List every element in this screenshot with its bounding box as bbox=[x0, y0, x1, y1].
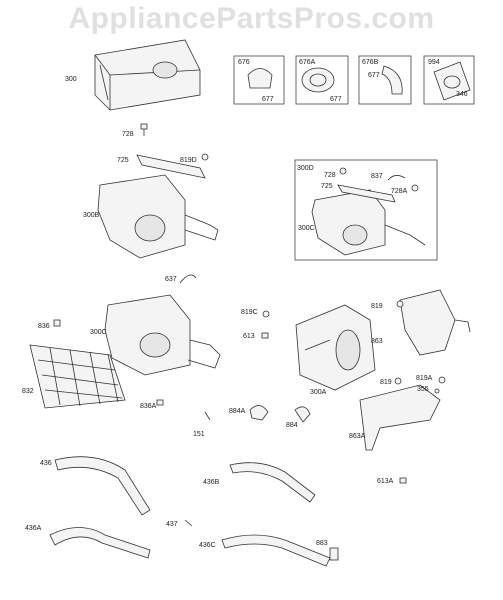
gasket-637 bbox=[179, 274, 197, 284]
label-725b: 725 bbox=[321, 183, 333, 190]
watermark: AppliancePartsPros.com bbox=[68, 2, 435, 35]
label-436C: 436C bbox=[199, 542, 216, 549]
label-677a: 677 bbox=[262, 96, 274, 103]
label-819D: 819D bbox=[180, 157, 197, 164]
bolt-728 bbox=[140, 123, 148, 136]
muffler-300 bbox=[94, 39, 201, 111]
label-884A: 884A bbox=[229, 408, 246, 415]
box-676B bbox=[358, 55, 412, 105]
bolt-151 bbox=[204, 411, 211, 421]
nut-355 bbox=[434, 388, 440, 394]
label-677c: 677 bbox=[368, 72, 380, 79]
label-346: 346 bbox=[456, 91, 468, 98]
label-819b: 819 bbox=[380, 379, 392, 386]
label-728A: 728A bbox=[391, 188, 408, 195]
label-613: 613 bbox=[243, 333, 255, 340]
pipe-436 bbox=[54, 456, 151, 516]
bracket-863A bbox=[359, 384, 441, 451]
bracket-863 bbox=[399, 289, 471, 356]
label-436B: 436B bbox=[203, 479, 220, 486]
label-437: 437 bbox=[166, 521, 178, 528]
label-725a: 725 bbox=[117, 157, 129, 164]
clamp-884A bbox=[249, 405, 269, 421]
label-300D: 300D bbox=[297, 165, 314, 172]
pipe-436A bbox=[49, 527, 151, 559]
label-676A: 676A bbox=[299, 59, 316, 66]
box-676A bbox=[295, 55, 349, 105]
label-819: 819 bbox=[371, 303, 383, 310]
label-819C: 819C bbox=[241, 309, 258, 316]
box-300D bbox=[294, 159, 438, 261]
label-300C: 300C bbox=[90, 329, 107, 336]
label-884: 884 bbox=[286, 422, 298, 429]
label-883: 883 bbox=[316, 540, 328, 547]
label-676B: 676B bbox=[362, 59, 379, 66]
bolt-437 bbox=[184, 519, 193, 527]
label-637: 637 bbox=[165, 276, 177, 283]
bolt-836A bbox=[156, 399, 164, 406]
label-728a: 728 bbox=[122, 131, 134, 138]
box-676 bbox=[233, 55, 285, 105]
label-151: 151 bbox=[193, 431, 205, 438]
label-728b: 728 bbox=[324, 172, 336, 179]
gasket-883 bbox=[329, 547, 339, 561]
label-837: 837 bbox=[371, 173, 383, 180]
label-863: 863 bbox=[371, 338, 383, 345]
label-355: 355 bbox=[417, 386, 429, 393]
bolt-613 bbox=[261, 332, 269, 339]
label-677b: 677 bbox=[330, 96, 342, 103]
label-300A: 300A bbox=[310, 389, 327, 396]
pipe-436B bbox=[229, 462, 316, 503]
label-836: 836 bbox=[38, 323, 50, 330]
label-819A: 819A bbox=[416, 375, 433, 382]
label-676: 676 bbox=[238, 59, 250, 66]
muffler-300A bbox=[295, 304, 376, 391]
label-994: 994 bbox=[428, 59, 440, 66]
label-863A: 863A bbox=[349, 433, 366, 440]
label-300C-box: 300C bbox=[298, 225, 315, 232]
label-613A: 613A bbox=[377, 478, 394, 485]
label-300B: 300B bbox=[83, 212, 100, 219]
nut-819C bbox=[262, 310, 270, 318]
muffler-300B bbox=[97, 174, 219, 259]
clamp-884 bbox=[294, 406, 311, 423]
label-436A: 436A bbox=[25, 525, 42, 532]
muffler-300C bbox=[104, 294, 221, 376]
bolt-613A bbox=[399, 477, 407, 484]
nut-819D bbox=[201, 153, 209, 161]
bracket-725 bbox=[136, 154, 206, 179]
nut-819b bbox=[394, 377, 402, 385]
label-832: 832 bbox=[22, 388, 34, 395]
box-994 bbox=[423, 55, 475, 105]
nut-819A bbox=[438, 376, 446, 384]
label-300: 300 bbox=[65, 76, 77, 83]
pipe-436C bbox=[221, 534, 331, 567]
label-836A: 836A bbox=[140, 403, 157, 410]
label-436: 436 bbox=[40, 460, 52, 467]
nut-819 bbox=[396, 300, 404, 308]
screen-832 bbox=[29, 344, 126, 409]
bolt-836 bbox=[53, 319, 61, 327]
